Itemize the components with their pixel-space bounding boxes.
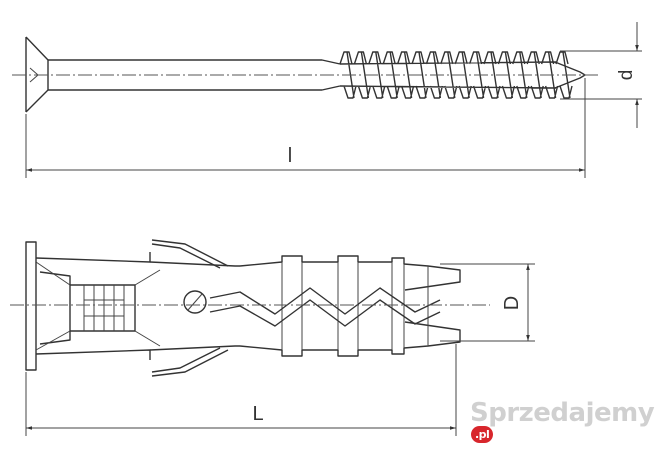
screw-head [25,36,49,113]
wall-plug-length-label: L [252,403,263,425]
wall-plug-diameter-label: D [501,296,523,310]
wall-plug-zigzag-slit [209,287,441,327]
watermark-text: Sprzedajemy [470,398,655,428]
screw-diameter-label: d [616,70,637,81]
wall-plug-inner-ribs [83,285,125,331]
wall-plug: D L [10,239,535,436]
wall-plug-inner-slot [39,271,136,345]
watermark-badge: .pl [471,426,494,443]
screw-length-label: l [288,145,292,167]
wall-plug-bead-slot [187,293,203,311]
wall-plug-fin-top [151,239,229,269]
wall-plug-fin-bottom [151,347,229,377]
wall-plug-taper-lines [35,261,161,351]
wall-plug-flange [25,241,37,371]
screw: d l [12,22,642,178]
sprzedajemy-watermark: Sprzedajemy.pl [470,398,661,458]
screw-shank [48,59,341,91]
wall-plug-collar [149,261,240,351]
wall-plug-body [35,252,151,360]
